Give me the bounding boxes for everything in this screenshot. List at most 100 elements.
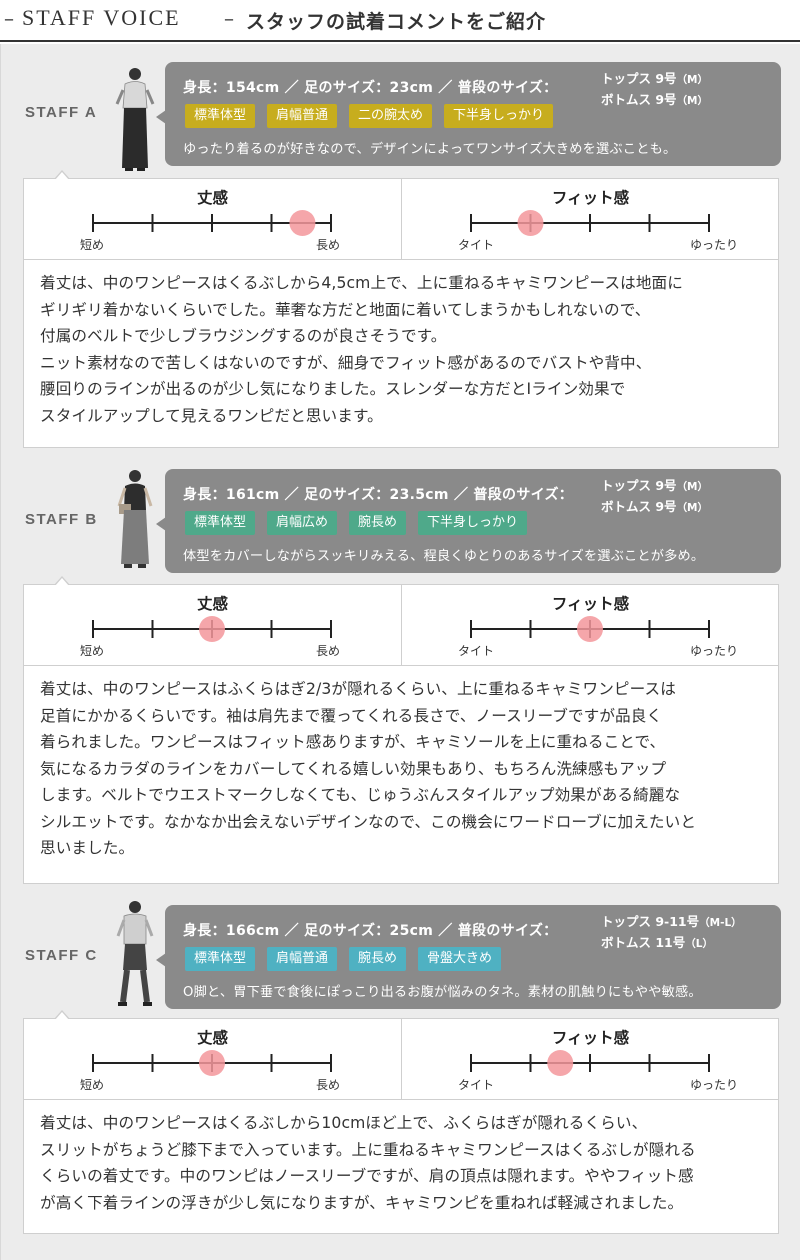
fit-scale-title: フィット感 (551, 189, 630, 207)
staff-c-profile-bubble: 身長：166cm ／ 足のサイズ：25cm ／ 普段のサイズ： トップス 9-1… (156, 905, 781, 1009)
staff-a-length-scale: 丈感 短め 長め (24, 179, 401, 259)
scale-marker (289, 210, 316, 236)
review-line: ニット素材なので苦しくはないのですが、細身でフィット感があるのでバストや背中、 (40, 353, 652, 372)
body-tag: 下半身しっかり (444, 104, 554, 128)
length-scale-short-label: 短め (80, 238, 105, 252)
review-line: シルエットです。なかなか出会えないデザインなので、この機会にワードローブに加えた… (40, 812, 697, 831)
staff-b-length-scale: 丈感 短め 長め (24, 585, 401, 665)
staff-photo-icon (116, 901, 154, 1006)
staff-a-tops: トップス 9号 (601, 71, 677, 86)
review-line: スタイルアップして見えるワンピだと思います。 (40, 406, 383, 425)
length-scale-short-label: 短め (80, 644, 105, 658)
fit-scale-tight-label: タイト (458, 238, 495, 252)
review-line: します。ベルトでウエストマークしなくても、じゅうぶんスタイルアップ効果がある綺麗… (40, 786, 681, 804)
staff-b-label: STAFF B (25, 511, 98, 528)
staff-a-stats: 身長：154cm ／ 足のサイズ：23cm ／ 普段のサイズ： (183, 80, 558, 96)
fit-scale-graphic (470, 1050, 710, 1076)
staff-a-photo (113, 64, 157, 174)
staff-b-stats: 身長：161cm ／ 足のサイズ：23.5cm ／ 普段のサイズ： (183, 487, 574, 503)
staff-c-photo (113, 898, 157, 1012)
staff-b-bottoms-size: （M） (676, 502, 709, 514)
staff-c-length-scale: 丈感 短め 長め (24, 1019, 401, 1099)
review-line: 着丈は、中のワンピースはくるぶしから4,5cm上で、上に重ねるキャミワンピースは… (40, 274, 683, 292)
staff-b-sizes: トップス 9号（M） ボトムス 9号（M） (601, 476, 708, 518)
fit-scale-loose-label: ゆったり (690, 644, 739, 658)
header-title-en: STAFF VOICE (22, 5, 181, 30)
staff-b-tops-size: （M） (676, 481, 709, 493)
body-tag: 腕長め (349, 947, 407, 971)
staff-c-bottoms-size: （L） (685, 938, 713, 950)
review-line: 着丈は、中のワンピースはふくらはぎ2/3が隠れるくらい、上に重ねるキャミワンピー… (40, 680, 676, 698)
fit-scale-graphic (470, 210, 710, 236)
fit-scale-title: フィット感 (551, 595, 630, 613)
scale-marker (199, 1050, 225, 1076)
staff-c-scales: 丈感 短め 長め フィット感 タイト ゆったり (23, 1010, 779, 1100)
review-line: 気になるカラダのラインをカバーしてくれる嬉しい効果もあり、もちろん洗練感もアップ (40, 759, 667, 778)
body-tag: 下半身しっかり (418, 511, 528, 535)
body-tag: 標準体型 (185, 947, 256, 971)
review-line: ギリギリ着かないくらいでした。華奢な方だと地面に着いてしまうかもしれないので、 (40, 300, 651, 319)
staff-c-tags: 標準体型 肩幅普通 腕長め 骨盤大きめ (185, 947, 502, 971)
fit-scale-loose-label: ゆったり (690, 238, 739, 252)
fit-scale-title: フィット感 (551, 1029, 630, 1047)
length-scale-short-label: 短め (80, 1078, 105, 1092)
fit-scale-graphic (470, 616, 710, 642)
length-scale-graphic (92, 616, 332, 642)
fit-scale-tight-label: タイト (458, 1078, 495, 1092)
header-dash-mid: – (224, 6, 234, 30)
body-tag: 標準体型 (185, 511, 256, 535)
review-line: が高く下着ラインの浮きが少し気になりますが、キャミワンピを重ねれば軽減されました… (40, 1193, 684, 1212)
staff-b-fit-scale: フィット感 タイト ゆったり (402, 585, 779, 665)
scale-marker (517, 210, 544, 236)
staff-a-tops-size: （M） (676, 74, 709, 86)
fit-scale-tight-label: タイト (458, 644, 495, 658)
staff-a-scales: 丈感 短め 長め フィット感 タイト ゆったり (23, 170, 779, 260)
staff-c-tops-size: （M-L） (699, 917, 742, 929)
length-scale-graphic (92, 1050, 332, 1076)
review-line: 着られました。ワンピースはフィット感ありますが、キャミソールを上に重ねることで、 (40, 733, 666, 751)
review-line: スリットがちょうど膝下まで入っています。上に重ねるキャミワンピースはくるぶしが隠… (40, 1140, 696, 1159)
staff-a-profile-bubble: 身長：154cm ／ 足のサイズ：23cm ／ 普段のサイズ： トップス 9号（… (156, 62, 781, 166)
section-header: – STAFF VOICE – スタッフの試着コメントをご紹介 (0, 0, 800, 42)
staff-a-label: STAFF A (25, 104, 98, 121)
review-line: 思いました。 (40, 839, 135, 857)
staff-a-sizes: トップス 9号（M） ボトムス 9号（M） (601, 69, 708, 111)
staff-c-bottoms: ボトムス 11号 (601, 935, 686, 950)
review-line: 腰回りのラインが出るのが少し気になりました。スレンダーな方だとIライン効果で (40, 380, 626, 398)
review-line: 着丈は、中のワンピースはくるぶしから10cmほど上で、ふくらはぎが隠れるくらい、 (40, 1114, 648, 1132)
staff-a-fit-scale: フィット感 タイト ゆったり (402, 179, 779, 259)
length-scale-long-label: 長め (316, 238, 341, 252)
fit-scale-loose-label: ゆったり (690, 1078, 739, 1092)
staff-a-bottoms: ボトムス 9号 (601, 92, 677, 107)
staff-b-photo (113, 466, 157, 576)
staff-voice-panel: STAFF A 身長：154cm ／ 足のサイズ：23cm ／ 普段のサイズ： … (0, 44, 800, 1260)
staff-b-profile-bubble: 身長：161cm ／ 足のサイズ：23.5cm ／ 普段のサイズ： トップス 9… (156, 469, 781, 573)
review-line: 足首にかかるくらいです。袖は肩先まで覆ってくれる長さで、ノースリーブですが品良く (40, 706, 663, 725)
body-tag: 腕長め (349, 511, 407, 535)
staff-b-tops: トップス 9号 (601, 478, 677, 493)
body-tag: 肩幅普通 (267, 947, 338, 971)
staff-c-fit-scale: フィット感 タイト ゆったり (402, 1019, 779, 1099)
staff-b-comment: 体型をカバーしながらスッキリみえる、程良くゆとりのあるサイズを選ぶことが多め。 (183, 549, 705, 564)
length-scale-long-label: 長め (316, 1078, 341, 1092)
body-tag: 肩幅広め (267, 511, 338, 535)
body-tag: 骨盤大きめ (418, 947, 502, 971)
scale-marker (577, 616, 603, 642)
staff-b-scales: 丈感 短め 長め フィット感 タイト ゆったり (23, 576, 779, 666)
length-scale-graphic (92, 210, 332, 236)
staff-c-label: STAFF C (25, 947, 98, 964)
body-tag: 肩幅普通 (267, 104, 338, 128)
length-scale-title: 丈感 (196, 189, 228, 207)
staff-a-tags: 標準体型 肩幅普通 二の腕太め 下半身しっかり (185, 104, 554, 128)
staff-b-review: 着丈は、中のワンピースはふくらはぎ2/3が隠れるくらい、上に重ねるキャミワンピー… (23, 666, 779, 884)
length-scale-long-label: 長め (316, 644, 341, 658)
staff-b-tags: 標準体型 肩幅広め 腕長め 下半身しっかり (185, 511, 528, 535)
header-dash-left: – (4, 6, 14, 30)
staff-a-comment: ゆったり着るのが好きなので、デザインによってワンサイズ大きめを選ぶことも。 (183, 142, 677, 157)
staff-a-bottoms-size: （M） (676, 95, 709, 107)
body-tag: 標準体型 (185, 104, 256, 128)
body-tag: 二の腕太め (349, 104, 433, 128)
staff-a-review: 着丈は、中のワンピースはくるぶしから4,5cm上で、上に重ねるキャミワンピースは… (23, 260, 779, 448)
staff-c-review: 着丈は、中のワンピースはくるぶしから10cmほど上で、ふくらはぎが隠れるくらい、… (23, 1100, 779, 1234)
scale-marker (199, 616, 225, 642)
